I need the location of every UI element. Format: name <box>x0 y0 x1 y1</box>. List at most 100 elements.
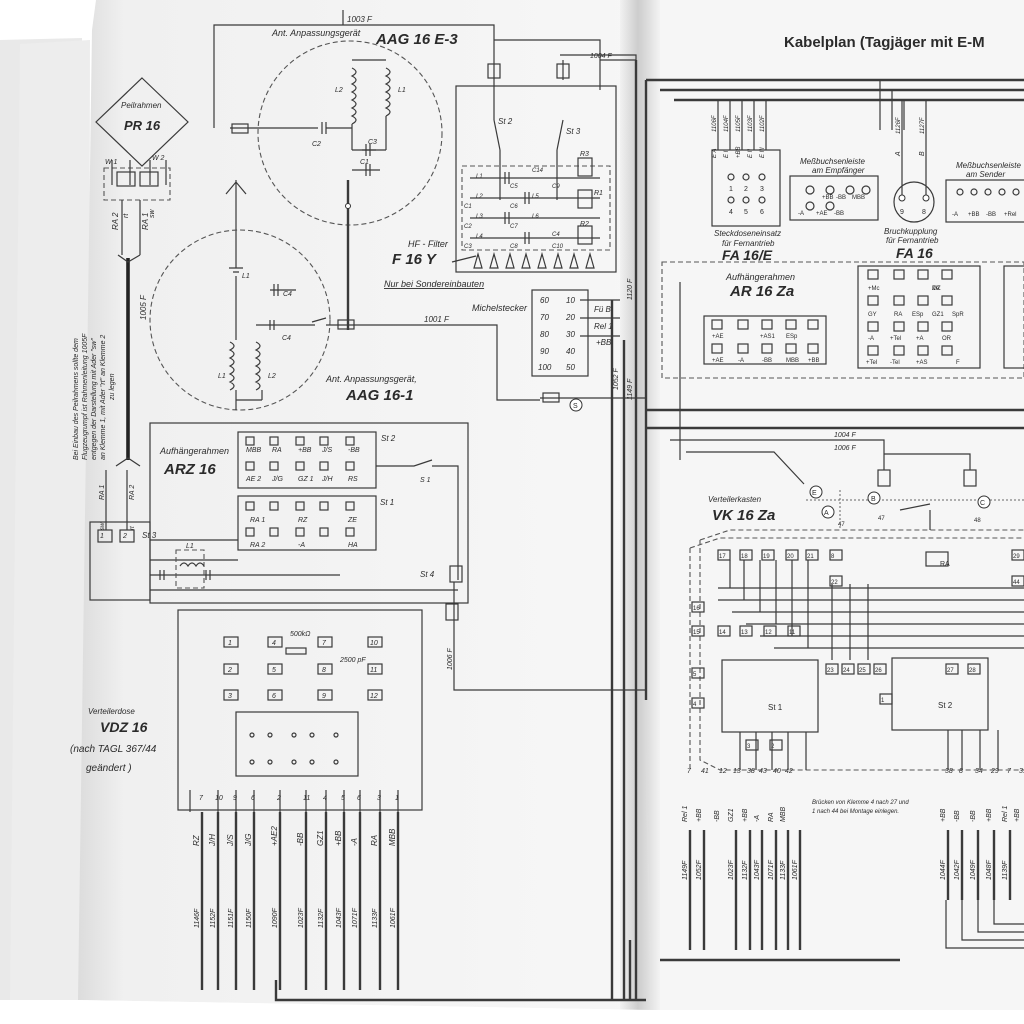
svg-text:1003 F: 1003 F <box>347 15 373 24</box>
svg-text:ZE: ZE <box>347 517 357 524</box>
svg-text:GY: GY <box>868 312 877 318</box>
svg-text:50: 50 <box>566 363 575 372</box>
svg-text:St 2: St 2 <box>498 117 513 126</box>
ar16za-small: Aufhängerahmen <box>725 272 795 282</box>
fa16-name: FA 16 <box>896 245 933 261</box>
right-bottom-terminal: 41 <box>701 768 709 775</box>
right-bottom-terminal: 7 <box>1007 768 1012 775</box>
svg-text:MBB: MBB <box>852 195 865 201</box>
svg-text:am Empfänger: am Empfänger <box>812 166 865 175</box>
svg-text:GZ 1: GZ 1 <box>298 476 314 483</box>
svg-text:C3: C3 <box>368 139 377 146</box>
svg-text:30: 30 <box>566 330 575 339</box>
left-bottom-terminal: 5 <box>341 795 345 802</box>
svg-text:(nach TAGL 367/44: (nach TAGL 367/44 <box>70 744 157 755</box>
right-bottom-wire: 1061F <box>792 859 799 880</box>
left-bottom-wires: 7RZ1146F10J/H1152F9J/S1151F6J/G1150F2+AE… <box>192 795 400 990</box>
svg-text:+AE: +AE <box>712 334 724 340</box>
fa16e-signal: E III <box>760 147 766 158</box>
svg-text:S 1: S 1 <box>420 477 431 484</box>
svg-text:für Fernantrieb: für Fernantrieb <box>886 236 939 245</box>
svg-text:11: 11 <box>370 667 377 674</box>
right-bottom-terminal: 13 <box>733 768 741 775</box>
left-bottom-signal: +AE2 <box>270 826 279 846</box>
right-bottom-signal: +BB <box>940 808 947 822</box>
right-bottom-wire: 1071F <box>768 859 775 880</box>
svg-text:+AE: +AE <box>816 211 828 217</box>
svg-text:L1: L1 <box>218 373 226 380</box>
right-bottom-wire: 1052F <box>696 859 703 880</box>
svg-text:R2: R2 <box>580 221 589 228</box>
vk-terminal-box <box>739 549 753 561</box>
svg-text:L2: L2 <box>476 194 483 200</box>
hf-filter-name: F 16 Y <box>392 251 438 268</box>
svg-text:1 nach 44 bei Montage einlegen: 1 nach 44 bei Montage einlegen. <box>812 809 899 815</box>
book-gutter <box>620 0 660 1010</box>
right-bottom-wire: 1132F <box>742 860 749 880</box>
hf-filter-note: Nur bei Sondereinbauten <box>384 279 484 289</box>
right-bottom-wire: 1139F <box>1002 860 1009 880</box>
svg-text:L5: L5 <box>532 194 539 200</box>
svg-text:-BB: -BB <box>348 447 360 454</box>
vk16za-block: Verteilerkasten VK 16 Za E B C A 47 47 4… <box>689 485 1024 771</box>
right-bottom-wire: 1043F <box>754 859 761 880</box>
right-bottom-signal: +BB <box>986 808 993 822</box>
vk-terminal: 20 <box>787 554 794 560</box>
svg-text:RZ: RZ <box>298 517 308 524</box>
svg-text:OR: OR <box>942 336 952 342</box>
svg-text:St 1: St 1 <box>768 703 783 712</box>
svg-text:Brücken von Klemme 4 nach 27 u: Brücken von Klemme 4 nach 27 und <box>812 800 909 806</box>
right-bottom-signal: -BB <box>714 810 721 822</box>
svg-text:L3: L3 <box>476 214 483 220</box>
right-bottom-wire: 1048F <box>986 859 993 880</box>
svg-text:C7: C7 <box>510 224 518 230</box>
right-bottom-terminal: 31 <box>1019 768 1024 775</box>
svg-text:Fü B: Fü B <box>594 305 612 314</box>
svg-text:W 1: W 1 <box>105 159 118 166</box>
svg-text:L1: L1 <box>398 87 406 94</box>
svg-text:100: 100 <box>538 363 552 372</box>
right-bottom-signal: Rel 1 <box>1002 806 1009 822</box>
svg-text:C2: C2 <box>312 141 321 148</box>
fa16e-wire: 1104F <box>724 115 730 132</box>
svg-text:-A: -A <box>298 542 305 549</box>
vk-terminal: 27 <box>947 668 954 674</box>
ar16za-block: Aufhängerahmen AR 16 Za +AE +AS1 ESp +AE… <box>661 261 1024 460</box>
svg-text:SpR: SpR <box>952 312 964 318</box>
right-bottom-wire: 1044F <box>940 859 947 880</box>
fa16e-wire: 1106F <box>712 115 718 132</box>
svg-text:+A: +A <box>916 336 924 342</box>
svg-text:6: 6 <box>760 209 764 216</box>
svg-text:RA 2: RA 2 <box>129 485 136 500</box>
left-bottom-signal: RA <box>370 835 379 846</box>
svg-text:C4: C4 <box>282 335 291 342</box>
vk-terminal: 19 <box>763 554 770 560</box>
svg-text:W 2: W 2 <box>152 155 165 162</box>
svg-text:-BB: -BB <box>834 211 844 217</box>
vk-terminal: 25 <box>859 668 866 674</box>
svg-text:ZA: ZA <box>932 286 940 292</box>
ar16za-name: AR 16 Za <box>729 283 794 300</box>
right-bottom-signal: Rel 1 <box>682 806 689 822</box>
right-bottom-wire: 1133F <box>780 860 787 880</box>
right-bottom-signal: +BB <box>1014 808 1021 822</box>
svg-text:1149 F: 1149 F <box>627 378 634 400</box>
right-page <box>630 0 1024 1010</box>
svg-text:ESp: ESp <box>912 312 924 318</box>
vk-terminal: 8 <box>831 554 835 560</box>
svg-text:12: 12 <box>370 693 378 700</box>
left-bottom-terminal: 2 <box>276 795 281 802</box>
vk-terminal: 5 <box>693 672 697 678</box>
vk-terminal-box <box>691 601 705 613</box>
svg-text:3: 3 <box>760 186 764 193</box>
svg-text:1001 F: 1001 F <box>424 315 450 324</box>
svg-text:sw: sw <box>100 522 106 530</box>
svg-text:RS: RS <box>348 476 358 483</box>
vk-terminal-box <box>745 739 759 751</box>
svg-text:10: 10 <box>370 640 378 647</box>
svg-text:E: E <box>812 490 817 497</box>
vdz16-block: Verteilerdose VDZ 16 (nach TAGL 367/44 g… <box>70 609 423 812</box>
